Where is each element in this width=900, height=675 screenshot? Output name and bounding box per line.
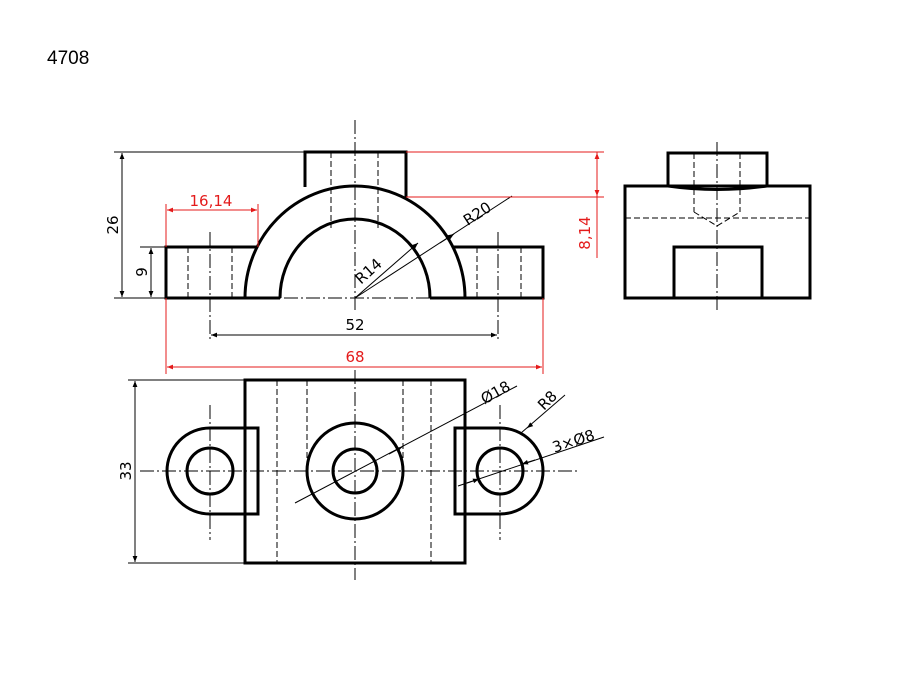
dim-r8: R8	[534, 387, 561, 414]
front-view: 26 9 16,14 R20 R14 8,14 52 68	[104, 120, 604, 374]
dim-r14: R14	[352, 255, 386, 288]
arrow-3xphi8-b	[521, 459, 536, 465]
dim-16-14: 16,14	[190, 192, 233, 210]
dim-9: 9	[133, 267, 151, 277]
top-left-ear	[165, 426, 260, 516]
dim-26: 26	[104, 215, 122, 234]
side-slot	[672, 245, 764, 298]
side-outline	[623, 184, 812, 300]
front-left-lug	[164, 245, 280, 300]
dim-phi18: Ø18	[478, 377, 514, 408]
dim-3xphi8: 3×Ø8	[550, 426, 597, 457]
top-right-ear	[453, 426, 545, 516]
front-right-lug	[430, 245, 545, 300]
arrow-phi18	[388, 446, 403, 455]
leader-phi18	[294, 385, 518, 504]
top-view: 33 Ø18 R8 3×Ø8	[117, 370, 605, 580]
dim-33: 33	[117, 461, 135, 480]
arrow-3xphi8-a	[466, 478, 480, 484]
leader-r14	[354, 242, 419, 299]
dim-r20: R20	[460, 198, 495, 229]
arrow-r20	[439, 233, 455, 244]
dim-52: 52	[345, 316, 364, 334]
dim-68: 68	[345, 348, 364, 366]
drawing-number: 4708	[47, 48, 90, 69]
arrow-r8	[526, 422, 534, 429]
dim-8-14: 8,14	[576, 216, 594, 249]
leader-r20	[354, 195, 513, 299]
side-view	[623, 142, 812, 312]
